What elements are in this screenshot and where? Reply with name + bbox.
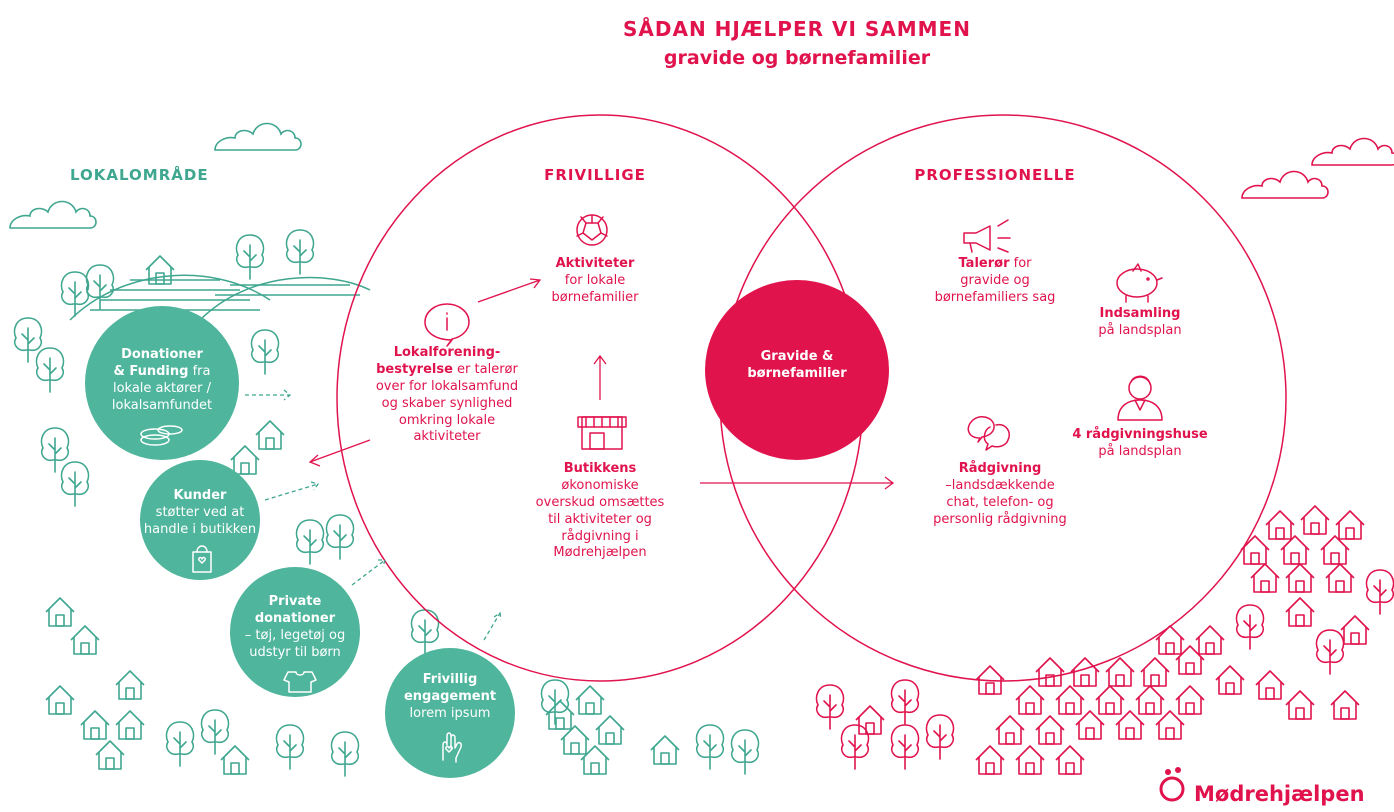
arrow-up <box>593 354 607 400</box>
logo-text: Mødrehjælpen <box>1194 782 1365 806</box>
kunder-text: Kunder støtter ved at handle i butikken <box>143 488 257 537</box>
arrow-to-aktiviteter <box>477 278 542 303</box>
piggy-bank-icon <box>1116 263 1163 303</box>
logo: Mødrehjælpen <box>1150 768 1380 808</box>
center-circle <box>705 280 889 460</box>
center-label: Gravide & børnefamilier <box>747 349 847 381</box>
shopping-bag-icon <box>192 545 212 573</box>
speech-bubbles-icon <box>967 416 1010 451</box>
private-circle <box>230 567 360 697</box>
raadgivningshuse-text: 4 rådgivningshuse på landsplan <box>1072 427 1208 459</box>
shop-icon <box>577 416 627 450</box>
donationer-circle <box>85 306 239 460</box>
lokalforening-text: Lokalforening- bestyrelse er talerør ove… <box>375 345 519 445</box>
raadgivning-text: Rådgivning –landsdækkende chat, telefon-… <box>933 461 1067 527</box>
section-frivillige: FRIVILLIGE <box>544 166 646 184</box>
arrow-to-kunder <box>308 439 371 467</box>
dashed-arrow <box>483 611 502 641</box>
cloud-icon <box>9 200 97 229</box>
tshirt-icon <box>283 671 317 693</box>
dashed-arrow <box>264 481 320 501</box>
page-title: SÅDAN HJÆLPER VI SAMMEN <box>623 17 971 41</box>
coins-icon <box>140 425 183 446</box>
dashed-arrow <box>245 389 292 401</box>
info-bubble-icon <box>424 303 470 347</box>
arrow-to-raadgivning <box>700 476 895 490</box>
donationer-text: Donationer & Funding fra lokale aktører … <box>111 347 213 413</box>
cloud-icon <box>1311 137 1394 166</box>
section-lokalomraade: LOKALOMRÅDE <box>70 166 209 184</box>
frivillig-text: Frivillig engagement lorem ipsum <box>403 672 497 721</box>
aktiviteter-text: Aktiviteter for lokale børnefamilier <box>551 256 639 305</box>
taleroer-text: Talerør for gravide og børnefamiliers sa… <box>934 256 1056 305</box>
section-professionelle: PROFESSIONELLE <box>914 166 1076 184</box>
advisor-icon <box>1117 375 1163 421</box>
heart-hand-icon <box>442 732 462 763</box>
kunder-circle <box>140 460 260 580</box>
football-icon <box>576 214 608 246</box>
page-subtitle: gravide og børnefamilier <box>663 47 931 69</box>
cloud-icon <box>1241 170 1329 199</box>
indsamling-text: Indsamling på landsplan <box>1098 306 1182 338</box>
frivillig-circle <box>385 648 515 778</box>
logo-mark <box>1159 776 1185 802</box>
private-text: Private donationer – tøj, legetøj og uds… <box>244 594 346 660</box>
dashed-arrow <box>351 559 386 586</box>
cloud-icon <box>214 122 302 151</box>
butik-text: Butikkens økonomiske overskud omsættes t… <box>535 461 665 561</box>
megaphone-icon <box>963 219 1011 253</box>
